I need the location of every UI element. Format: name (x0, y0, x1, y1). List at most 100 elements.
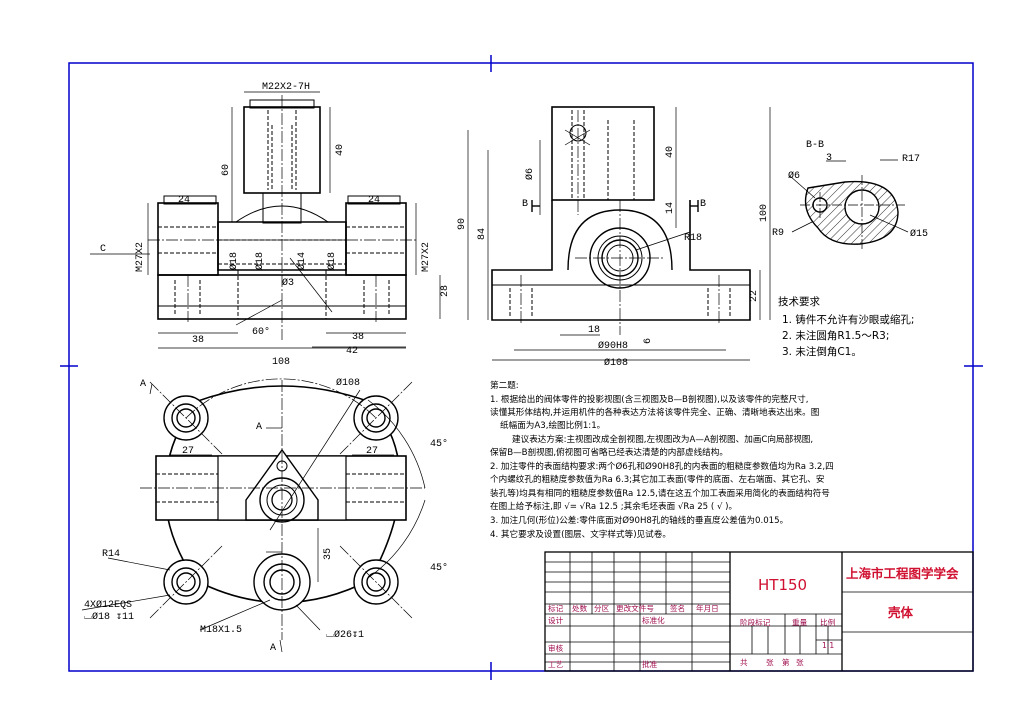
section-bb-title: B-B (806, 140, 824, 151)
dim-60: 60 (221, 164, 232, 176)
side-view (467, 106, 771, 361)
question-line: 3. 加注几何(形位)公差:零件底面对Ø90H8孔的轴线的垂直度公差值为0.01… (490, 514, 788, 526)
front-view (90, 91, 441, 349)
question-line: 纸幅面为A3,绘图比例1:1。 (500, 419, 605, 431)
material: HT150 (758, 576, 807, 594)
scale-value: 1:1 (822, 641, 834, 650)
dim-m27-left: M27X2 (135, 242, 146, 272)
dim-22: 22 (749, 290, 760, 302)
label-approve: 批准 (642, 659, 658, 669)
section-mark-b-right: B (700, 199, 706, 210)
dim-38-left: 38 (192, 335, 204, 346)
label-weight: 重量 (792, 618, 808, 627)
label-page-no: 第 (782, 657, 790, 667)
top-view-dimensions: A Ø108 A 27 27 45° 45° R14 35 4XØ12EQS ⌴… (84, 377, 448, 654)
label-count: 处数 (572, 603, 588, 613)
dim-m27-right: M27X2 (421, 242, 432, 272)
section-mark-a-top-left: A (140, 379, 146, 390)
question-line: 装孔等)均具有相同的粗糙度参数值Ra 12.5,请在这五个加工表面采用简化的表面… (490, 487, 830, 499)
question-line: 建议表达方案:主视图改成全剖视图,左视图改为A—A剖视图、加画C向局部视图, (512, 433, 813, 445)
dim-phi108-top: Ø108 (336, 377, 360, 389)
section-bb (789, 159, 909, 250)
organization: 上海市工程图学学会 (846, 566, 959, 581)
dim-84: 84 (477, 228, 488, 240)
dim-3: 3 (826, 153, 832, 164)
dim-27-right: 27 (366, 446, 378, 457)
question-line: 个内螺纹孔的粗糙度参数值为Ra 6.3;其它加工表面(零件的底面、左右端面、其它… (490, 473, 825, 485)
label-process: 工艺 (548, 660, 564, 669)
dim-holes-depth: ⌴Ø18 ↧11 (84, 611, 134, 623)
tech-requirement-item: 1. 铸件不允许有沙眼或缩孔; (782, 313, 914, 326)
frame-center-marks (60, 55, 983, 680)
tech-requirements-title: 技术要求 (778, 295, 820, 308)
label-design: 设计 (548, 615, 564, 625)
dim-phi14: Ø14 (296, 252, 308, 270)
label-sheets: 共 (740, 658, 748, 667)
dim-14: 14 (665, 202, 676, 214)
dim-m18: M18X1.5 (200, 625, 242, 636)
question-line: 在图上给予标注,即 √= √Ra 12.5 ;其余毛坯表面 √Ra 25 ( √… (490, 500, 737, 512)
question-line: 读懂其形体结构,并运用机件的各种表达方法将该零件完全、正确、清晰地表达出来。图 (490, 406, 819, 418)
front-view-dimensions: M22X2-7H 60 40 24 24 C M27X2 M27X2 Ø18 Ø… (100, 82, 451, 368)
question-line: 1. 根据给出的阀体零件的投影视图(含三视图及B—B剖视图),以及该零件的完整尺… (490, 393, 809, 405)
label-review: 审核 (548, 643, 564, 653)
dim-r9: R9 (772, 228, 784, 239)
dim-r18: R18 (684, 233, 702, 244)
label-scale: 比例 (820, 617, 836, 627)
dim-90: 90 (457, 218, 468, 230)
tech-requirement-item: 2. 未注圆角R1.5～R3; (782, 329, 889, 342)
tech-requirements: 技术要求 1. 铸件不允许有沙眼或缩孔; 2. 未注圆角R1.5～R3; 3. … (778, 295, 914, 358)
dim-38-right: 38 (352, 332, 364, 343)
dim-phi108: Ø108 (604, 357, 628, 369)
question-text: 第二题: 1. 根据给出的阀体零件的投影视图(含三视图及B—B剖视图),以及该零… (490, 379, 834, 540)
drawing-frame (68, 62, 974, 672)
label-mark: 标记 (548, 603, 564, 613)
dim-35: 35 (323, 548, 334, 560)
dim-42: 42 (346, 346, 358, 357)
dim-r14: R14 (102, 549, 120, 560)
dim-40: 40 (335, 144, 346, 156)
dim-24-right: 24 (368, 195, 380, 206)
dim-18: 18 (588, 325, 600, 336)
dim-27-left: 27 (182, 446, 194, 457)
dim-24-left: 24 (178, 195, 190, 206)
section-mark-b-left: B (522, 199, 528, 210)
dim-phi6: Ø6 (524, 168, 536, 180)
dim-angle-60: 60° (252, 326, 270, 338)
title-block (544, 551, 974, 672)
dim-counterbore: ⌴Ø26↧1 (326, 629, 364, 641)
label-zone: 分区 (594, 604, 610, 613)
side-view-dimensions: 90 84 Ø6 40 14 B B 100 R18 22 18 6 Ø90H8… (457, 146, 770, 369)
dim-holes: 4XØ12EQS (84, 599, 132, 611)
dim-40-side: 40 (665, 146, 676, 158)
view-label-c: C (100, 244, 106, 255)
label-change-doc: 更改文件号 (616, 603, 654, 613)
dim-angle-45-top: 45° (430, 438, 448, 450)
tech-requirement-item: 3. 未注倒角C1。 (782, 345, 862, 358)
label-sheet: 张 (766, 658, 774, 667)
dim-phi18-c: Ø18 (254, 252, 266, 270)
top-view (81, 378, 426, 653)
question-line: 保留B—B剖视图,俯视图可省略已经表达清楚的内部虚线结构。 (490, 446, 728, 458)
label-date: 年月日 (696, 603, 719, 613)
label-stage-mark: 阶段标记 (740, 617, 771, 627)
dim-100: 100 (759, 204, 770, 222)
dim-6: 6 (643, 338, 654, 344)
dim-phi15: Ø15 (910, 228, 928, 240)
dim-phi90h8: Ø90H8 (598, 340, 628, 352)
question-line: 4. 其它要求及设置(图层、文字样式等)见试卷。 (490, 528, 671, 540)
label-sheet2: 张 (796, 658, 804, 667)
dim-phi3: Ø3 (282, 277, 294, 289)
dim-phi18-a: Ø18 (228, 252, 240, 270)
part-name: 壳体 (887, 605, 914, 620)
dim-phi6-bb: Ø6 (788, 170, 800, 182)
section-bb-dimensions: B-B 3 R17 Ø6 R9 Ø15 (772, 140, 928, 240)
dim-r17: R17 (902, 154, 920, 165)
dim-thread-top: M22X2-7H (262, 82, 310, 93)
label-standardize: 标准化 (642, 615, 665, 625)
dim-phi18-b: Ø18 (326, 252, 338, 270)
title-block-text: HT150 上海市工程图学学会 壳体 标记 处数 分区 更改文件号 签名 年月日… (548, 566, 959, 669)
dim-28: 28 (440, 285, 451, 297)
label-signature: 签名 (670, 603, 685, 613)
